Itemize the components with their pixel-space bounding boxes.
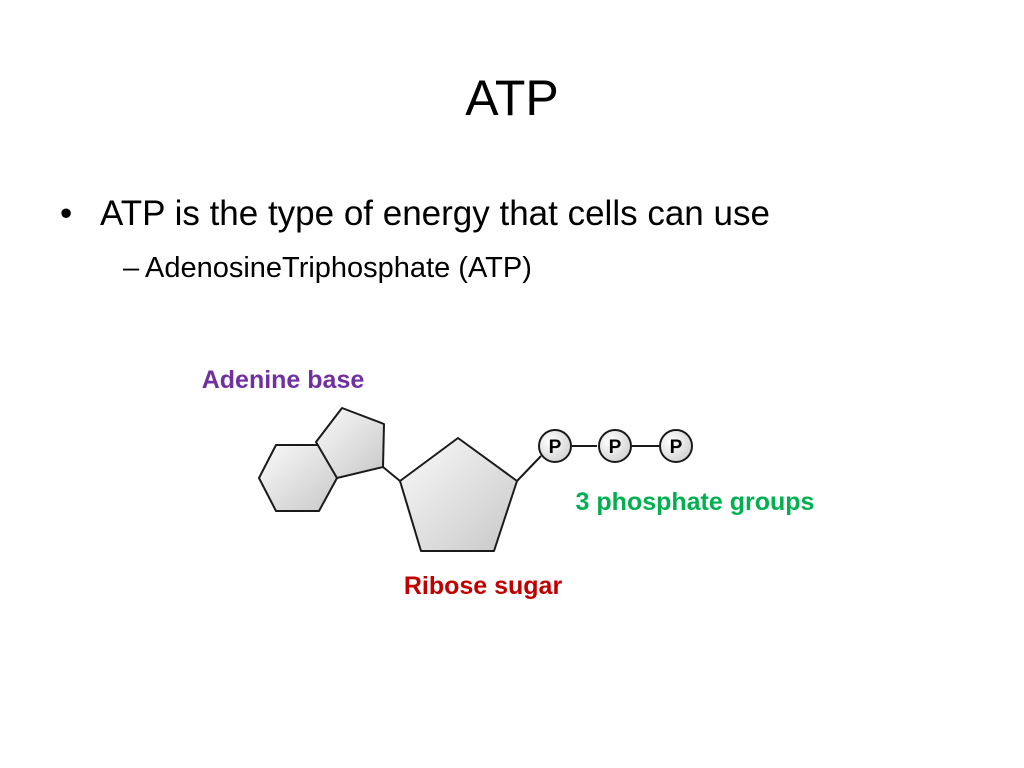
phosphate-group: P xyxy=(598,429,632,463)
phosphate-letter: P xyxy=(670,437,683,458)
bond-ribose-phosphate xyxy=(516,455,542,482)
sub-bullet-item: – AdenosineTriphosphate (ATP) xyxy=(60,246,960,290)
adenine-base xyxy=(258,407,385,512)
phosphate-circle xyxy=(598,429,632,463)
phosphate-group: P xyxy=(659,429,693,463)
adenine-label: Adenine base xyxy=(202,366,365,394)
sub-bullet-text: AdenosineTriphosphate (ATP) xyxy=(145,252,532,284)
bullet-marker: • xyxy=(60,194,73,233)
bond-adenine-ribose xyxy=(382,466,401,482)
bullet-item: • ATP is the type of energy that cells c… xyxy=(60,188,960,240)
phosphate-label: 3 phosphate groups xyxy=(576,488,815,516)
adenine-pentagon xyxy=(315,407,385,479)
phosphate-circle xyxy=(538,429,572,463)
bullet-list: • ATP is the type of energy that cells c… xyxy=(60,188,960,290)
phosphate-circle xyxy=(659,429,693,463)
phosphate-group: P xyxy=(538,429,572,463)
bonds xyxy=(382,445,659,482)
ribose-pentagon xyxy=(399,437,518,552)
slide-title: ATP xyxy=(465,70,559,126)
ribose-label: Ribose sugar xyxy=(404,572,563,600)
phosphate-letter: P xyxy=(549,437,562,458)
bullet-text: ATP is the type of energy that cells can… xyxy=(100,194,770,233)
phosphate-letter: P xyxy=(609,437,622,458)
sub-bullet-marker: – xyxy=(123,252,140,284)
